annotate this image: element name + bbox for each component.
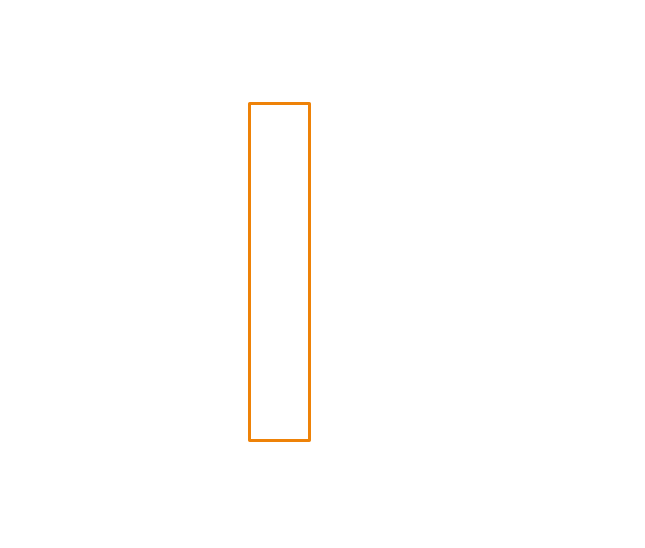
orange-outlined-rectangle bbox=[248, 102, 311, 442]
